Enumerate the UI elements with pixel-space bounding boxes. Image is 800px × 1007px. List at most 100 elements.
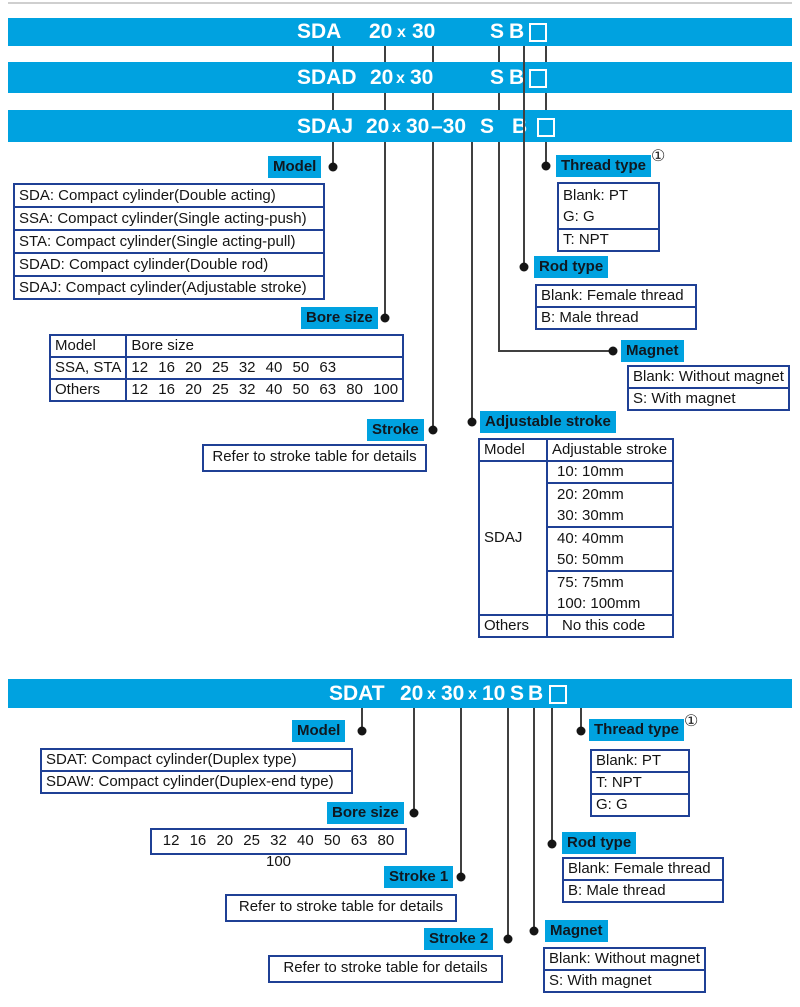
- code-segment-bore: 20: [400, 682, 424, 705]
- column-header: Bore size: [125, 334, 405, 358]
- model-option: STA: Compact cylinder(Single acting-pull…: [13, 229, 325, 254]
- circled-one-icon: ①: [651, 148, 666, 165]
- code-segment-stroke1: 30: [441, 682, 465, 705]
- code-segment-magnet: S: [480, 115, 495, 138]
- thread-option: G: G: [563, 208, 595, 225]
- bore-size-table: Model Bore size SSA, STA 12 16 20 25 32 …: [48, 334, 405, 402]
- table-row: SDAJ: Compact cylinder(Adjustable stroke…: [13, 275, 325, 300]
- connector-line-adjustable-stroke: [471, 142, 473, 422]
- magnet-option: S: With magnet: [543, 969, 706, 993]
- connector-line-thread-2: [580, 707, 582, 731]
- label-model: Model: [268, 156, 322, 178]
- code-bar-sdat: SDAT 20 x 30 x 10 S B: [8, 679, 792, 708]
- thread-option: T: NPT: [557, 228, 660, 252]
- label-model-2: Model: [292, 720, 346, 742]
- table-row: 20: 20mm 30: 30mm: [479, 482, 674, 528]
- table-row: SDAD: Compact cylinder(Double rod): [13, 252, 325, 277]
- bore-values-cell: 12 16 20 25 32 40 50 63: [125, 356, 405, 380]
- model-option: SSA: Compact cylinder(Single acting-push…: [13, 206, 325, 231]
- table-row: 75: 75mm 100: 100mm: [479, 570, 674, 616]
- connector-line-thread: [545, 46, 547, 166]
- thread-type-table-2: Blank: PT T: NPT G: G: [590, 749, 690, 817]
- code-segment-magnet: S: [490, 66, 505, 89]
- table-row: G: G: [590, 793, 690, 817]
- code-segment-times: x: [392, 119, 401, 136]
- adj-value: 100: 100mm: [557, 595, 641, 612]
- code-segment-bore: 20: [370, 66, 394, 89]
- model-option: SDAD: Compact cylinder(Double rod): [13, 252, 325, 277]
- thread-option: T: NPT: [590, 771, 690, 795]
- circled-one-icon: ①: [684, 713, 699, 730]
- code-segment-stroke: 30: [412, 20, 436, 43]
- label-magnet: Magnet: [621, 340, 684, 362]
- table-row: T: NPT: [557, 228, 660, 252]
- connector-dot-thread-2: [576, 726, 586, 736]
- model-option: SDAW: Compact cylinder(Duplex-end type): [40, 770, 353, 794]
- code-segment-bore: 20: [366, 115, 390, 138]
- connector-dot-thread: [541, 161, 551, 171]
- table-row: STA: Compact cylinder(Single acting-pull…: [13, 229, 325, 254]
- label-rod-type: Rod type: [534, 256, 609, 278]
- rod-type-table-2: Blank: Female thread B: Male thread: [562, 857, 724, 903]
- thread-type-table: Blank: PT G: G T: NPT: [557, 182, 660, 252]
- bore-model-cell: SSA, STA: [48, 356, 128, 380]
- code-segment-stroke2: 10: [482, 682, 506, 705]
- connector-line-stroke2: [507, 707, 509, 939]
- thread-option: G: G: [590, 793, 690, 817]
- blank-box-icon: [529, 69, 547, 88]
- thread-option: Blank: PT: [590, 749, 690, 773]
- table-row: Blank: Without magnet: [543, 947, 706, 971]
- label-magnet-2: Magnet: [545, 920, 608, 942]
- label-bore-size-2: Bore size: [327, 802, 404, 824]
- column-header: Model: [48, 334, 128, 358]
- code-segment-model: SDA: [297, 20, 342, 43]
- thread-option-cell: Blank: PT G: G: [557, 182, 660, 230]
- table-row: S: With magnet: [543, 969, 706, 993]
- label-stroke2: Stroke 2: [424, 928, 494, 950]
- table-row: Blank: Female thread: [562, 857, 724, 881]
- connector-dot-magnet-2: [529, 926, 539, 936]
- connector-dot-model-2: [357, 726, 367, 736]
- code-segment-stroke: 30: [410, 66, 434, 89]
- column-header: Model: [478, 438, 548, 462]
- adj-value: 75: 75mm: [557, 574, 624, 591]
- code-segment-rod: B: [528, 682, 544, 705]
- code-segment-rod: B: [509, 20, 525, 43]
- table-row: SSA, STA 12 16 20 25 32 40 50 63: [48, 356, 405, 380]
- adj-value-cell: No this code: [546, 614, 674, 638]
- adj-value-cell: 40: 40mm 50: 50mm: [546, 526, 674, 572]
- blank-box-icon: [537, 118, 555, 137]
- table-row: SDAT: Compact cylinder(Duplex type): [40, 748, 353, 772]
- connector-dot-stroke2: [503, 934, 513, 944]
- table-row: Blank: PT: [590, 749, 690, 773]
- label-rod-type-2: Rod type: [562, 832, 637, 854]
- stroke-note: Refer to stroke table for details: [202, 444, 427, 472]
- rod-option: Blank: Female thread: [535, 284, 697, 308]
- connector-dot-bore: [380, 313, 390, 323]
- magnet-option: Blank: Without magnet: [543, 947, 706, 971]
- code-bar-sda: SDA 20 x 30 S B: [8, 18, 792, 46]
- adj-value-cell: 20: 20mm 30: 30mm: [546, 482, 674, 528]
- label-adjustable-stroke: Adjustable stroke: [480, 411, 616, 433]
- code-segment-stroke: 30: [406, 115, 430, 138]
- connector-line-magnet: [498, 46, 500, 352]
- code-segment-magnet: S: [510, 682, 525, 705]
- rod-option: B: Male thread: [535, 306, 697, 330]
- table-row: Blank: PT G: G: [557, 182, 660, 230]
- connector-line-stroke1: [460, 707, 462, 877]
- adj-value: 30: 30mm: [557, 507, 624, 524]
- column-header: Adjustable stroke: [546, 438, 674, 462]
- connector-line-bore: [384, 46, 386, 318]
- label-thread-type: Thread type: [556, 155, 652, 177]
- table-row: Blank: Without magnet: [627, 365, 790, 389]
- connector-dot-bore-2: [409, 808, 419, 818]
- magnet-table: Blank: Without magnet S: With magnet: [627, 365, 790, 411]
- connector-line-model-2: [361, 707, 363, 731]
- code-segment-model: SDAT: [329, 682, 385, 705]
- table-row: B: Male thread: [535, 306, 697, 330]
- stroke2-note: Refer to stroke table for details: [268, 955, 503, 983]
- adj-model-cell: SDAJ: [478, 460, 548, 616]
- adj-value: 20: 20mm: [557, 486, 624, 503]
- thread-option: Blank: PT: [563, 187, 629, 204]
